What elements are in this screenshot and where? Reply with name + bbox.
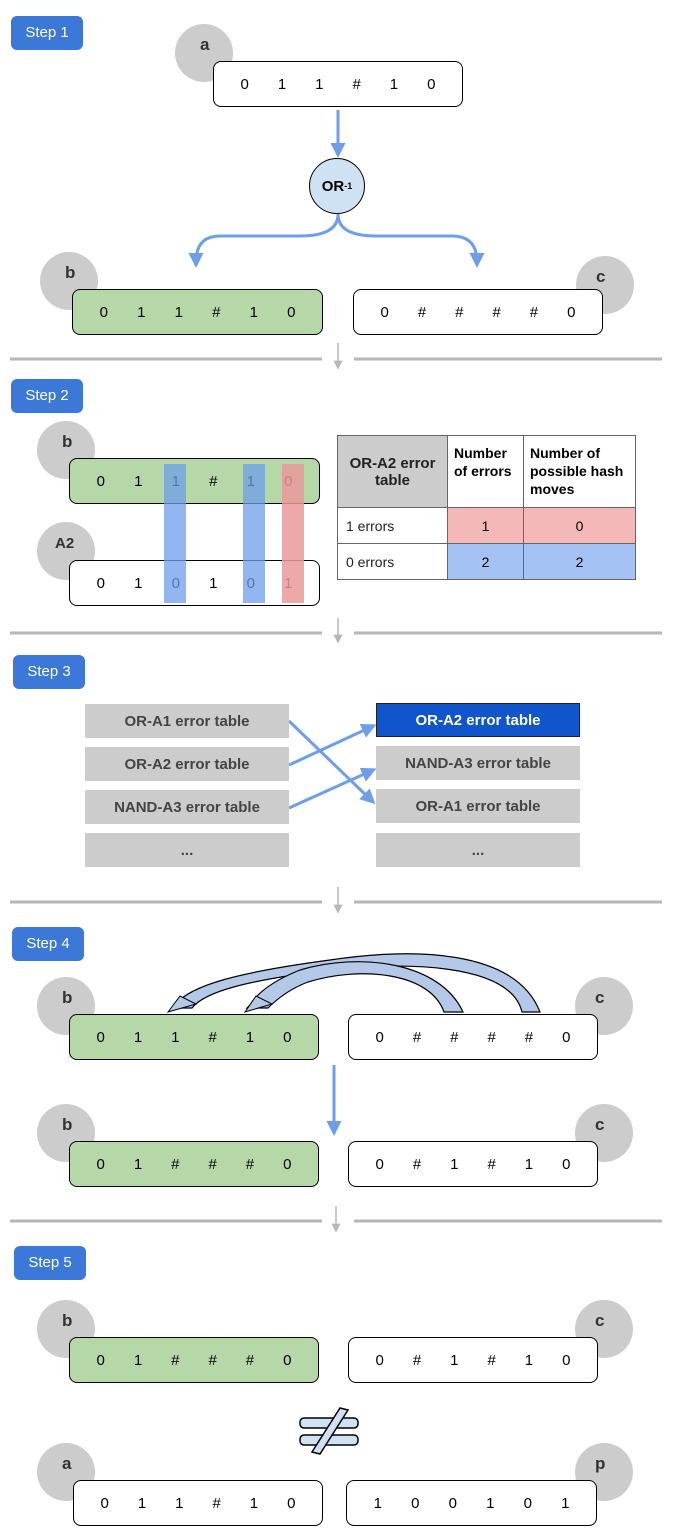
- left-table-item: OR-A2 error table: [85, 747, 289, 781]
- step-1-badge: Step 1: [11, 16, 83, 50]
- left-table-item: ...: [85, 833, 289, 867]
- step1-arrows: [188, 110, 485, 268]
- not-equal-icon: [299, 1407, 359, 1455]
- separators: [10, 357, 662, 1223]
- error-table-col-errors: Number of errors: [447, 435, 524, 508]
- right-table-item: NAND-A3 error table: [376, 746, 580, 780]
- or-inverse-operator: OR-1: [309, 158, 365, 214]
- step3-arrows: [287, 719, 377, 810]
- separator-arrows: [331, 343, 343, 1233]
- or-a2-error-table: OR-A2 error table Number of errors Numbe…: [337, 435, 636, 580]
- step-4-badge: Step 4: [12, 927, 84, 961]
- left-table-item: OR-A1 error table: [85, 704, 289, 738]
- error-highlight: [282, 464, 304, 603]
- left-table-item: NAND-A3 error table: [85, 790, 289, 824]
- right-table-item-selected: OR-A2 error table: [376, 703, 580, 737]
- step1-sequence-c: 0####0: [353, 289, 603, 335]
- step2-sequence-a2: 010101: [69, 560, 320, 606]
- step-3-badge: Step 3: [13, 655, 85, 689]
- step4-hash-moves: [166, 953, 541, 1013]
- step-5-badge: Step 5: [14, 1246, 86, 1280]
- table-row: 0 errors 2 2: [337, 543, 636, 580]
- step4-sequence-c-before: 0####0: [348, 1014, 598, 1060]
- error-table-title: OR-A2 error table: [337, 435, 448, 508]
- match-highlight-1: [164, 464, 186, 603]
- right-table-item: ...: [376, 833, 580, 867]
- step-2-badge: Step 2: [11, 379, 83, 413]
- error-table-col-moves: Number of possible hash moves: [523, 435, 636, 508]
- table-row: 1 errors 1 0: [337, 507, 636, 544]
- match-highlight-2: [243, 464, 265, 603]
- right-table-item: OR-A1 error table: [376, 789, 580, 823]
